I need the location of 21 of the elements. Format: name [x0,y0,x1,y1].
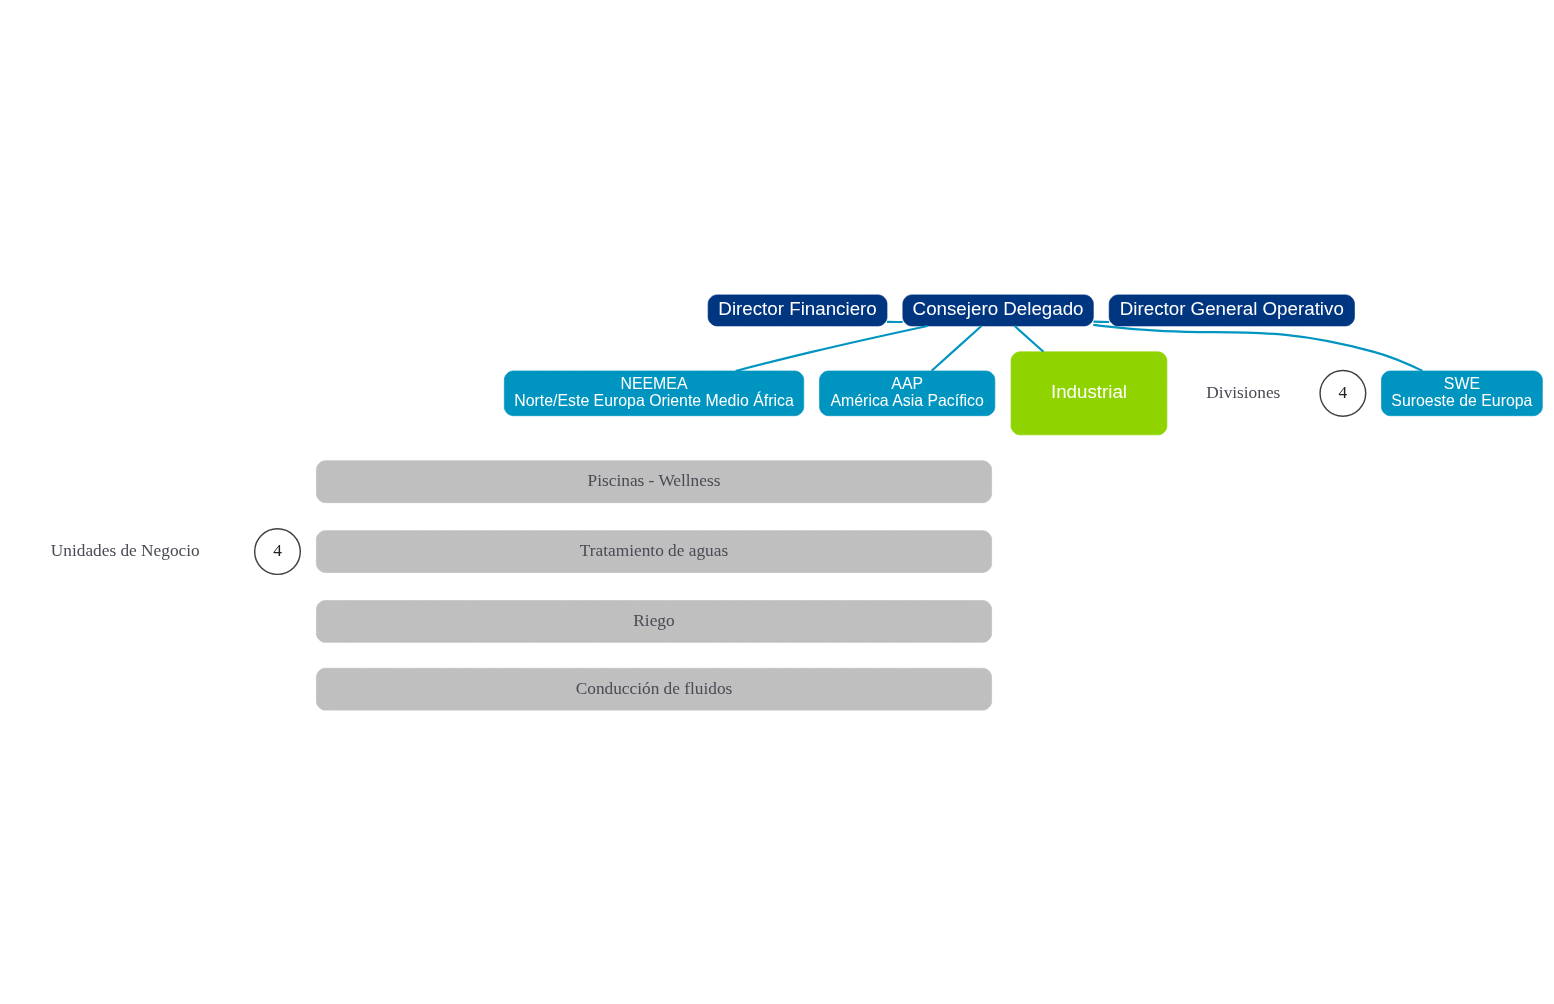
label: Divisiones [1206,382,1281,402]
connector [1093,320,1110,323]
node-box: SWE Suroeste de Europa [1381,370,1543,416]
connector [887,320,903,323]
node-box: Consejero Delegado [902,294,1094,326]
node-box: NEEMEA Norte/Este Europa Oriente Medio África [503,370,805,416]
node-box: Director Financiero [707,294,888,326]
connector [1093,323,1423,372]
node-box: Director General Operativo [1108,294,1355,326]
node-box: Riego [316,599,992,643]
node-circle: 4 [1319,369,1367,417]
node-box: Tratamiento de aguas [316,529,992,573]
connector [930,324,983,371]
connector [1014,324,1045,353]
node-box: Conducción de fluidos [316,667,992,710]
node-box: Industrial [1010,351,1168,435]
label: Unidades de Negocio [50,540,200,560]
connector [735,324,928,372]
node-box: AAP América Asia Pacífico [819,370,996,416]
node-circle: 4 [253,527,302,575]
node-box: Piscinas - Wellness [316,459,992,503]
